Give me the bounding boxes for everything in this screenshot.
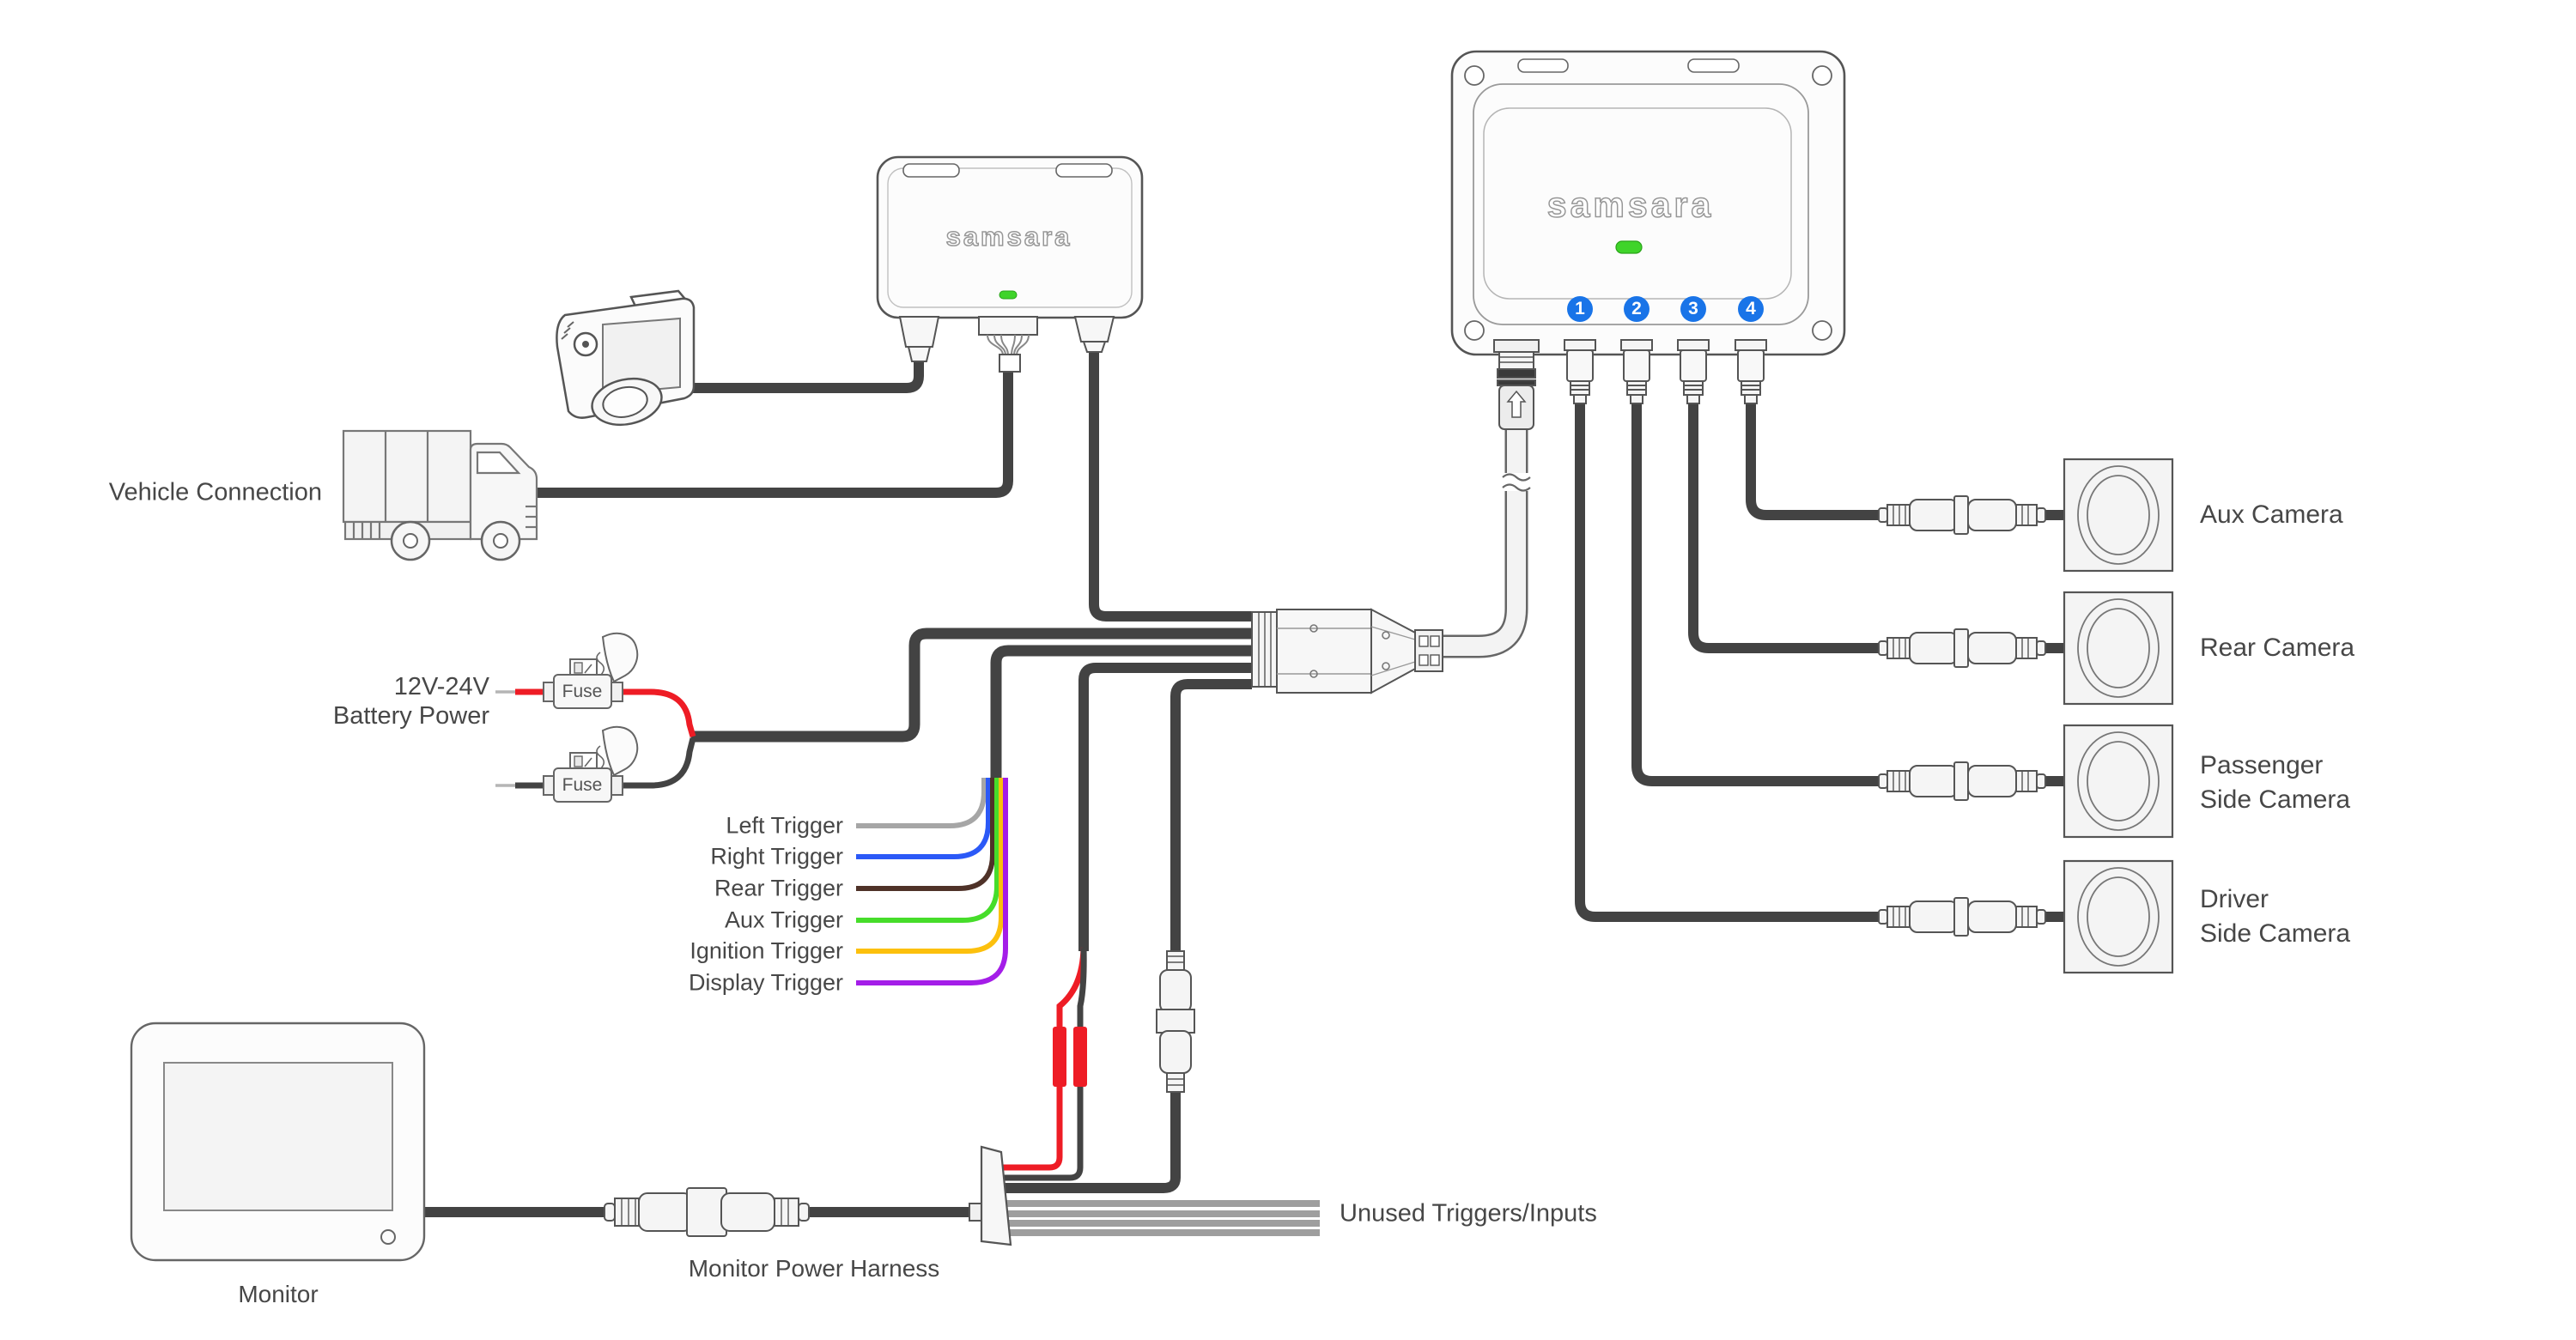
camera-label-line: Rear Camera bbox=[2200, 634, 2355, 662]
rear-camera-icon bbox=[2063, 591, 2174, 706]
hub-port-2 bbox=[1620, 339, 1653, 404]
unused-triggers-label: Unused Triggers/Inputs bbox=[1340, 1199, 1597, 1228]
rear-trigger-label: Rear Trigger bbox=[714, 875, 843, 901]
screw-hole-icon bbox=[1464, 65, 1485, 86]
inline-barrel-connector bbox=[1156, 950, 1195, 1093]
monitor-power-harness-connector bbox=[604, 1187, 810, 1237]
aux-trigger-label: Aux Trigger bbox=[724, 906, 843, 933]
rear-trigger-wire bbox=[856, 778, 995, 891]
gateway-camera-port bbox=[898, 316, 940, 362]
hub-port-3 bbox=[1677, 339, 1710, 404]
ignition-trigger-wire bbox=[856, 778, 1004, 954]
right-trigger-wire bbox=[856, 778, 991, 859]
mount-slot-icon bbox=[1687, 58, 1740, 73]
right-trigger-label: Right Trigger bbox=[710, 843, 843, 870]
hub-port-1 bbox=[1564, 339, 1596, 404]
hub-port-4 bbox=[1735, 339, 1767, 404]
hub-main-cable bbox=[1441, 427, 1531, 658]
camera-boxes bbox=[2063, 458, 2174, 974]
aux-camera-label: Aux Camera bbox=[2200, 498, 2343, 532]
camera-label-line: Side Camera bbox=[2200, 785, 2351, 814]
camera-label-line: Side Camera bbox=[2200, 919, 2351, 948]
display-trigger-wire bbox=[856, 778, 1008, 985]
samsara-logo-hub: samsara bbox=[1546, 185, 1715, 226]
mount-slot-icon bbox=[1055, 163, 1113, 178]
left-trigger-label: Left Trigger bbox=[726, 812, 843, 839]
arrow-up-icon bbox=[1506, 390, 1527, 418]
mount-slot-icon bbox=[902, 163, 960, 178]
power-button-icon bbox=[380, 1229, 396, 1245]
fuse-label: Fuse bbox=[562, 682, 603, 701]
inline-connector bbox=[1878, 495, 2046, 535]
aux-trigger-wire bbox=[856, 778, 999, 923]
screw-hole-icon bbox=[1812, 320, 1832, 341]
port-badge-1: 1 bbox=[1567, 296, 1593, 322]
vehicle-connection-label: Vehicle Connection bbox=[108, 478, 322, 506]
cables bbox=[422, 349, 2064, 1217]
butt-connector-icon bbox=[1073, 1027, 1087, 1087]
screw-icon bbox=[1382, 631, 1390, 640]
butt-connector-icon bbox=[1053, 1027, 1066, 1087]
battery-power-text: Battery Power bbox=[332, 702, 489, 730]
camera-inline-connectors bbox=[1878, 495, 2046, 937]
screw-hole-icon bbox=[1812, 65, 1832, 86]
driver-side-camera-label: Driver Side Camera bbox=[2200, 882, 2350, 951]
samsara-logo-gateway: samsara bbox=[945, 221, 1072, 252]
screw-icon bbox=[1309, 624, 1318, 633]
screw-hole-icon bbox=[1464, 320, 1485, 341]
display-trigger-label: Display Trigger bbox=[688, 969, 843, 996]
trigger-wires bbox=[856, 778, 1008, 985]
rear-camera-label: Rear Camera bbox=[2200, 631, 2354, 665]
inline-connector bbox=[1878, 897, 2046, 937]
status-led bbox=[1615, 240, 1643, 254]
monitor-label: Monitor bbox=[238, 1281, 319, 1307]
dash-camera bbox=[556, 289, 696, 427]
driver-side-camera-icon bbox=[2063, 859, 2174, 974]
hub-port-connectors bbox=[1564, 339, 1767, 404]
harness-breakout-block bbox=[969, 1145, 1012, 1246]
truck-icon bbox=[342, 429, 538, 561]
y-harness-connector bbox=[1251, 608, 1443, 694]
port-badge-2: 2 bbox=[1624, 296, 1649, 322]
hub-main-connector bbox=[1493, 339, 1540, 430]
inline-connector bbox=[1878, 628, 2046, 668]
aux-camera-icon bbox=[2063, 458, 2174, 573]
unused-trigger-wires bbox=[1006, 1200, 1320, 1236]
port-badge-4: 4 bbox=[1738, 296, 1764, 322]
gateway-vehicle-port bbox=[978, 316, 1038, 373]
fuse-assembly-ground bbox=[543, 725, 639, 803]
passenger-side-camera-label: Passenger Side Camera bbox=[2200, 749, 2350, 817]
camera-label-line: Driver bbox=[2200, 885, 2269, 913]
vehicle-gateway bbox=[876, 155, 1144, 373]
passenger-side-camera-icon bbox=[2063, 724, 2174, 839]
mount-slot-icon bbox=[1517, 58, 1569, 73]
monitor bbox=[130, 1022, 426, 1262]
battery-voltage-text: 12V-24V bbox=[393, 673, 489, 700]
gateway-hub-port bbox=[1073, 316, 1115, 353]
camera-label-line: Passenger bbox=[2200, 751, 2324, 779]
battery-power-label: 12V-24V Battery Power bbox=[333, 672, 489, 731]
screw-icon bbox=[1382, 662, 1390, 670]
monitor-power-split bbox=[1003, 947, 1087, 1181]
camera-label-line: Aux Camera bbox=[2200, 500, 2343, 529]
fuse-assembly-positive bbox=[543, 632, 639, 709]
status-led bbox=[999, 290, 1018, 300]
screw-icon bbox=[1309, 670, 1318, 678]
inline-connector bbox=[1878, 761, 2046, 801]
left-trigger-wire bbox=[856, 778, 987, 828]
fuse-label: Fuse bbox=[562, 775, 603, 795]
monitor-power-harness-label: Monitor Power Harness bbox=[688, 1255, 940, 1282]
monitor-screen bbox=[163, 1062, 393, 1211]
cable-break-icon bbox=[1502, 473, 1531, 492]
ignition-trigger-label: Ignition Trigger bbox=[690, 937, 843, 964]
port-badge-3: 3 bbox=[1680, 296, 1706, 322]
